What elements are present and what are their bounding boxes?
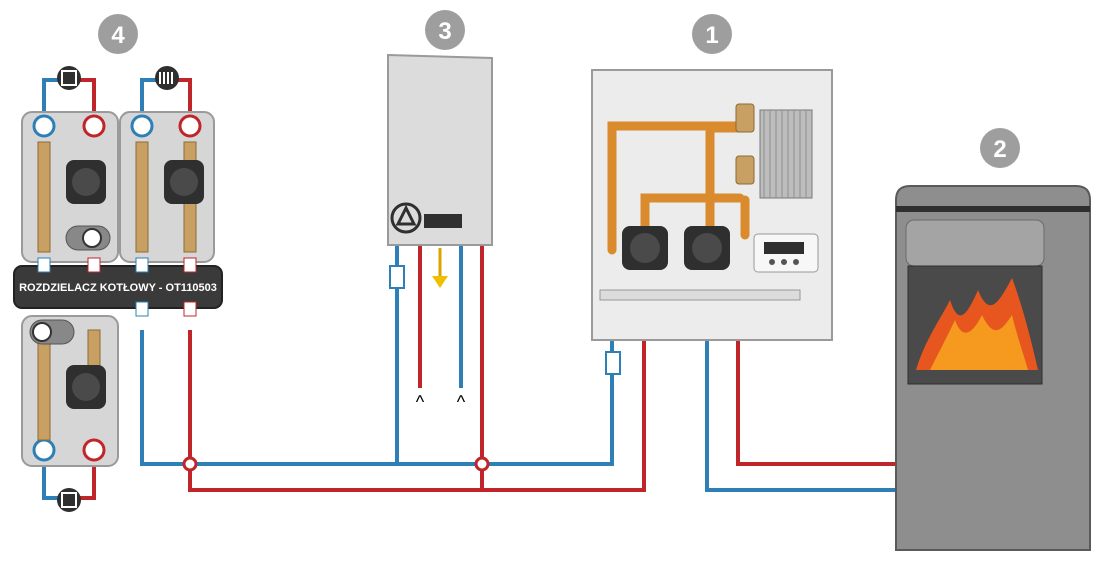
marker-3: 3 (425, 10, 465, 50)
boiler-hot-pipe (736, 300, 895, 466)
marker-4-label: 4 (111, 22, 125, 49)
solid-fuel-boiler (895, 185, 1091, 551)
top-right-circuit (140, 78, 160, 115)
pump-icon (66, 160, 204, 409)
boiler-display (424, 214, 462, 228)
pipe-crossovers (182, 456, 490, 472)
marker-3-label: 3 (438, 18, 451, 45)
flow-switch-icon (389, 265, 405, 289)
boiler-manifold-assembly: ROZDZIELACZ KOTŁOWY - OT110503 (13, 66, 223, 512)
flow-switch-icon (605, 351, 621, 375)
buffer-control-unit (591, 69, 833, 375)
mixing-valve-icon (29, 225, 111, 345)
marker-4: 4 (98, 14, 138, 54)
top-left-circuit (42, 78, 62, 115)
temperature-gauge-icon (32, 114, 202, 462)
marker-2-label: 2 (993, 136, 1006, 163)
dhw-cold-outlet-symbol: ^ (457, 392, 466, 412)
wall-gas-boiler: ^ ^ (387, 53, 493, 412)
controller-panel (753, 233, 819, 273)
dhw-hot-outlet-symbol: ^ (416, 392, 425, 412)
triangle-logo-icon (390, 202, 422, 234)
manifold-bar (13, 265, 223, 309)
gas-arrow-icon (432, 248, 448, 288)
flame-icon (916, 278, 1038, 370)
hot-main-pipe (188, 330, 646, 492)
top-left-circuit-hot (76, 78, 96, 115)
radiator-icon (155, 66, 179, 90)
boiler-cold-pipe (705, 300, 895, 492)
marker-2: 2 (980, 128, 1020, 168)
pump-icon (622, 226, 730, 270)
cold-main-pipe (140, 330, 614, 466)
marker-1-label: 1 (705, 22, 718, 49)
underfloor-heating-icon (57, 66, 81, 512)
top-right-circuit-hot (174, 78, 192, 115)
heat-exchanger (759, 109, 813, 199)
marker-1: 1 (692, 14, 732, 54)
manifold-label: ROZDZIELACZ KOTŁOWY - OT110503 (19, 282, 217, 294)
